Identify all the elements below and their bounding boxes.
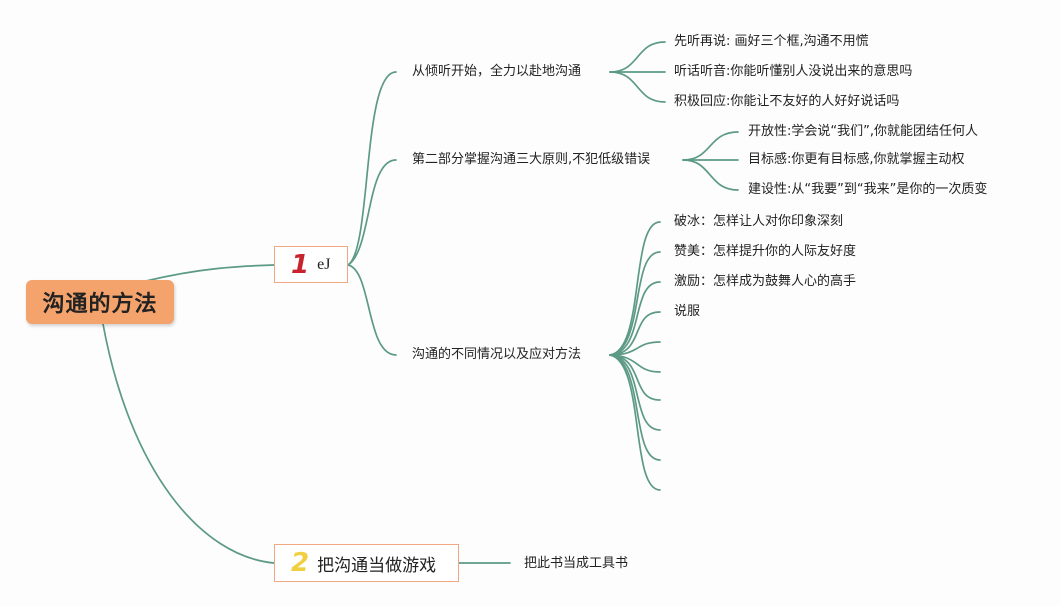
branch-1-label: eJ bbox=[317, 255, 331, 273]
connector-sub3-child2 bbox=[609, 251, 661, 356]
leaf-icebreaking[interactable]: 破冰：怎样让人对你印象深刻 bbox=[674, 214, 844, 229]
connector-root-branch1 bbox=[145, 264, 275, 282]
leaf-respond-actively[interactable]: 积极回应:你能让不友好的人好好说话吗 bbox=[674, 94, 900, 109]
subtopic-principles[interactable]: 第二部分掌握沟通三大原则,不犯低级错误 bbox=[412, 152, 651, 167]
connector-sub3-child10 bbox=[609, 354, 661, 491]
connector-branch1-sub2 bbox=[347, 159, 397, 266]
connector-sub3-child7 bbox=[609, 354, 661, 401]
connector-sub2-child1 bbox=[682, 131, 739, 161]
branch-1-number-icon: 1 bbox=[291, 249, 310, 280]
branch-2-number-icon: 2 bbox=[291, 548, 310, 578]
leaf-goal-sense[interactable]: 目标感:你更有目标感,你就掌握主动权 bbox=[748, 152, 965, 167]
connector-root-branch2 bbox=[102, 323, 275, 564]
branch-2-label: 把沟通当做游戏 bbox=[317, 555, 437, 576]
connector-sub1-child1 bbox=[609, 41, 666, 73]
connector-sub3-child1 bbox=[609, 221, 661, 356]
connector-sub3-child8 bbox=[609, 354, 661, 431]
connector-branch1-sub1 bbox=[347, 71, 397, 266]
connector-sub3-child5 bbox=[609, 341, 661, 356]
connector-sub2-child3 bbox=[682, 159, 739, 191]
leaf-tool-book[interactable]: 把此书当成工具书 bbox=[524, 556, 629, 571]
branch-2-topic[interactable]: 2 把沟通当做游戏 bbox=[274, 544, 459, 582]
connector-sub1-child3 bbox=[609, 71, 666, 103]
leaf-persuade[interactable]: 说服 bbox=[674, 304, 701, 319]
subtopic-listening[interactable]: 从倾听开始，全力以赴地沟通 bbox=[412, 64, 582, 79]
connector-sub3-child4 bbox=[609, 311, 661, 356]
connector-branch1-sub3 bbox=[347, 264, 397, 356]
root-topic[interactable]: 沟通的方法 bbox=[26, 280, 174, 324]
leaf-constructiveness[interactable]: 建设性:从“我要”到“我来”是你的一次质变 bbox=[748, 182, 988, 197]
leaf-motivate[interactable]: 激励：怎样成为鼓舞人心的高手 bbox=[674, 274, 857, 289]
connector-sub3-child3 bbox=[609, 281, 661, 356]
leaf-hear-meaning[interactable]: 听话听音:你能听懂别人没说出来的意思吗 bbox=[674, 64, 913, 79]
leaf-openness[interactable]: 开放性:学会说“我们”,你就能团结任何人 bbox=[748, 124, 978, 139]
subtopic-situations[interactable]: 沟通的不同情况以及应对方法 bbox=[412, 347, 582, 362]
leaf-praise[interactable]: 赞美：怎样提升你的人际友好度 bbox=[674, 244, 857, 259]
leaf-listen-first[interactable]: 先听再说: 画好三个框,沟通不用慌 bbox=[674, 34, 869, 49]
branch-1-topic[interactable]: 1 eJ bbox=[274, 246, 348, 283]
root-topic-label: 沟通的方法 bbox=[42, 292, 158, 317]
